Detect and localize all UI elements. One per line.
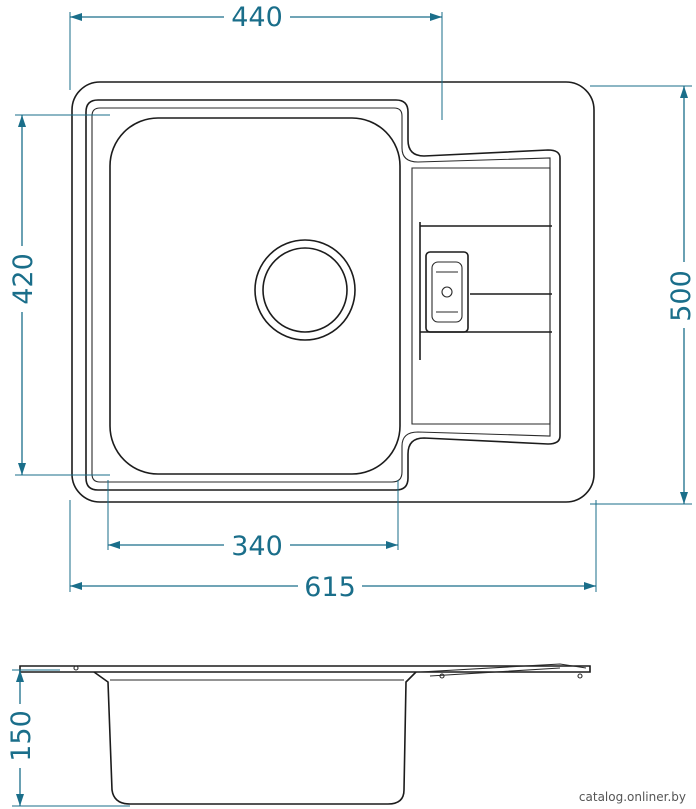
- sink-bowl: [109, 117, 401, 475]
- dim-bowl-length: 420: [6, 114, 110, 476]
- dim-overall-width-label: 615: [304, 572, 356, 603]
- drainer-board: [411, 167, 551, 425]
- dim-overall-width: 615: [69, 500, 597, 603]
- dim-top-width-label: 440: [231, 2, 283, 33]
- sink-outer-rim: [71, 81, 595, 503]
- drain-outer: [254, 239, 356, 341]
- dim-overall-length: 500: [590, 85, 696, 505]
- dim-bowl-width: 340: [107, 480, 399, 562]
- dim-bowl-length-label: 420: [8, 253, 39, 305]
- dim-depth-label: 150: [6, 710, 37, 762]
- dim-bowl-width-label: 340: [231, 531, 283, 562]
- dim-depth: 150: [4, 669, 130, 807]
- drain-inner: [262, 247, 348, 333]
- watermark: catalog.onliner.by: [574, 789, 690, 805]
- sink-inner-ledge: [85, 99, 561, 491]
- overflow-icon: [425, 251, 469, 333]
- sink-side-view: [19, 663, 591, 805]
- sink-top-view: [71, 81, 595, 503]
- side-drainer: [419, 663, 587, 677]
- side-bowl: [93, 671, 417, 805]
- dim-top-width: 440: [69, 2, 443, 120]
- dim-overall-length-label: 500: [666, 270, 696, 322]
- drainer-ribs: [419, 222, 552, 360]
